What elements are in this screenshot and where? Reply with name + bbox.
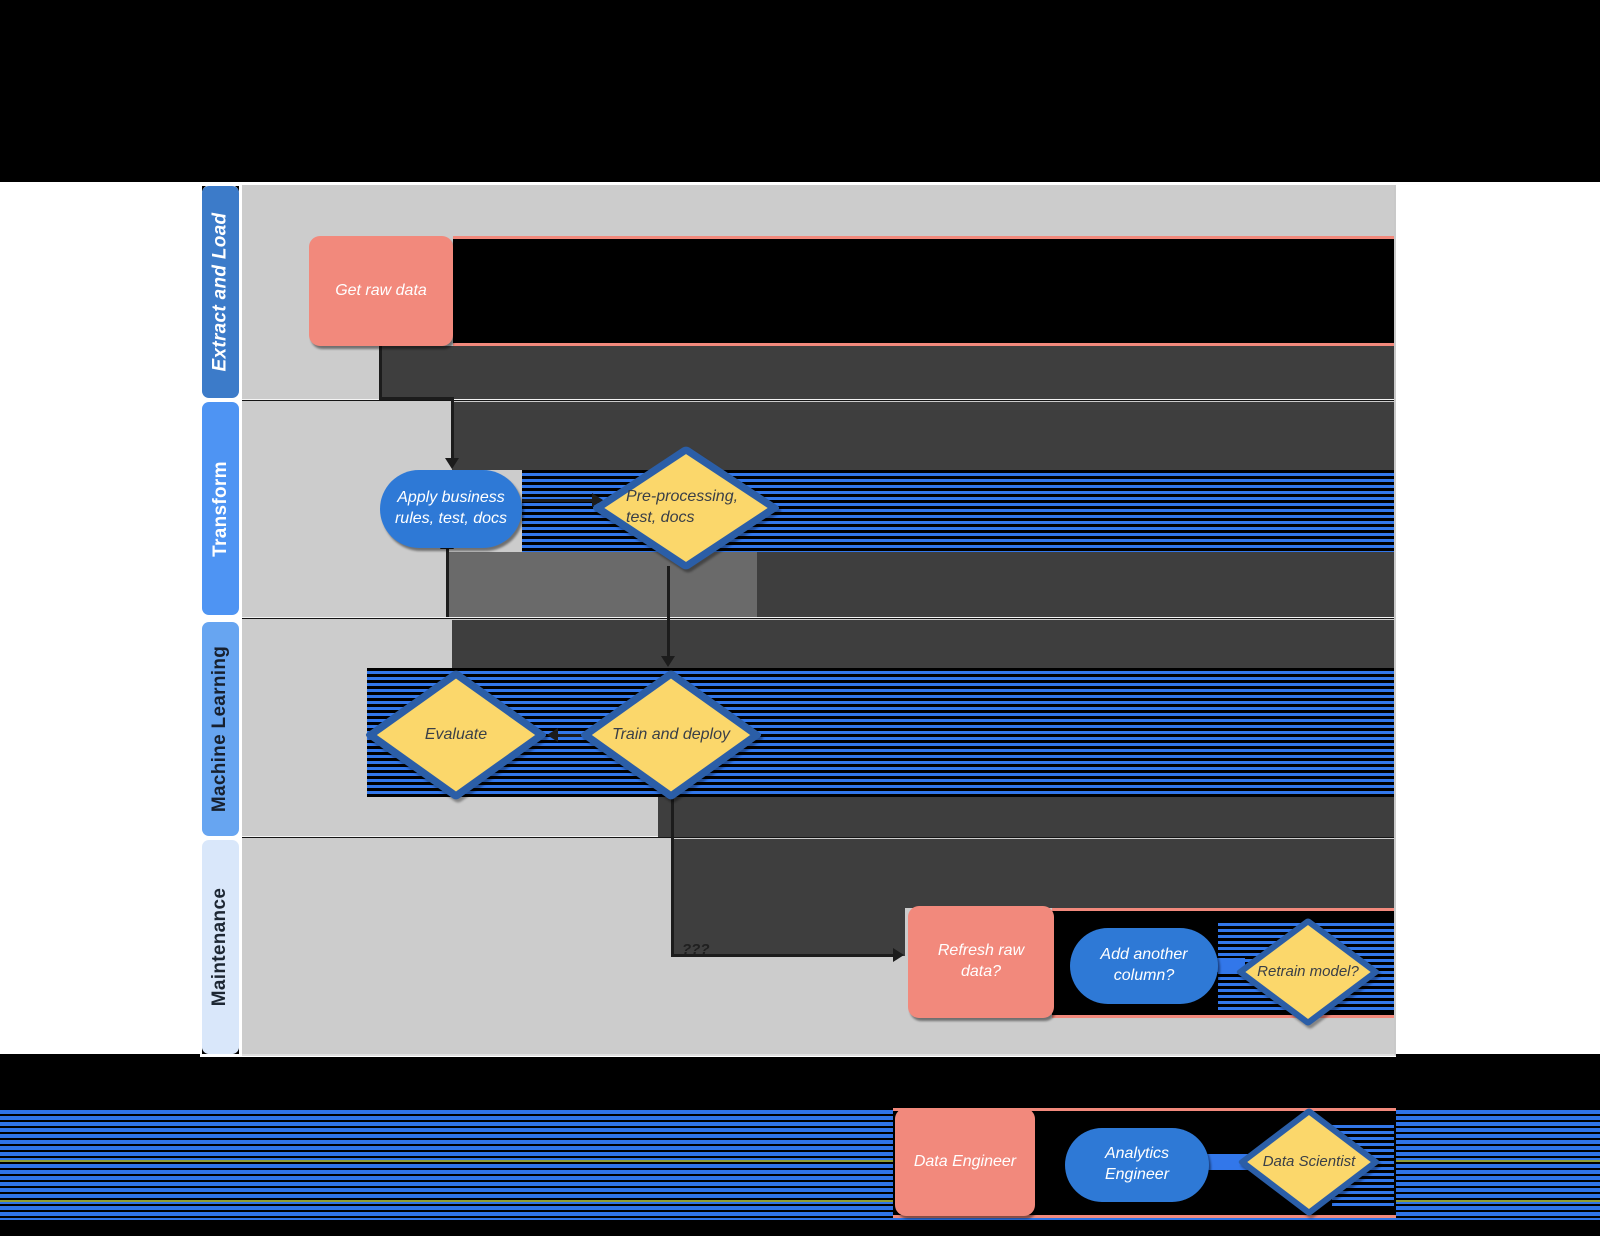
edge-get-raw-to-apply [379,338,382,400]
glitch-dark-band [381,346,1394,399]
legend-item-data-engineer: Data Engineer [895,1108,1035,1216]
diamond-shape-icon [365,670,547,800]
edge-train-to-evaluate [558,734,584,737]
lane-header-transform: Transform [202,402,239,615]
lane-divider [242,617,1394,619]
lane-divider [242,836,1394,838]
edge-apply-to-preprocessing [522,499,592,502]
arrowhead-right-icon [592,493,603,507]
glitch-connector-smear [1205,1154,1250,1170]
legend-label: Data Scientist [1262,1153,1356,1171]
legend-glitch-olive-line [0,1160,1600,1162]
node-label: Get raw data [335,281,427,299]
lane-label: Transform [209,460,231,557]
legend-glitch-olive-line [0,1200,1600,1202]
page-margin-right [1396,186,1600,1054]
glitch-dark-band [658,797,1394,837]
edge-train-to-refresh [671,954,893,957]
legend-label: Data Engineer [913,1152,1017,1170]
node-label: Retrain model? [1257,963,1359,981]
legend-item-analytics-engineer: Analytics Engineer [1065,1128,1209,1202]
node-retrain-model: Retrain model? [1236,918,1380,1026]
edge-train-to-refresh [671,797,674,957]
lane-header-maintenance: Maintenance [202,840,239,1054]
glitch-dark-band [452,402,1394,470]
node-pre-processing: Pre-processing, test, docs [592,446,780,570]
node-label: Apply business rules, test, docs [394,489,508,527]
glitch-dark-band [757,552,1394,617]
node-get-raw-data: Get raw data [309,236,453,346]
legend-label: Analytics Engineer [1104,1145,1170,1183]
node-train-and-deploy: Train and deploy [580,670,762,800]
glitch-dark-band [905,839,1394,908]
glitch-dark-band [673,839,905,956]
node-label: Train and deploy [612,725,730,743]
legend-item-data-scientist: Data Scientist [1238,1108,1380,1216]
arrowhead-right-icon [893,948,904,962]
arrowhead-down-icon [661,656,675,667]
lane-divider [242,399,1394,401]
lane-label: Machine Learning [209,645,231,813]
node-label: Pre-processing, test, docs [626,488,739,526]
glitch-dark-band [452,620,1394,668]
header-panel-gap [239,186,242,1054]
arrowhead-down-icon [445,458,459,469]
node-evaluate: Evaluate [365,670,547,800]
node-apply-business-rules: Apply business rules, test, docs [380,470,522,548]
lane-header-extract-and-load: Extract and Load [202,186,239,398]
arrowhead-left-icon [547,728,558,742]
glitch-mid-band [447,552,757,617]
edge-return-to-apply [446,549,449,617]
lane-label: Maintenance [209,887,231,1007]
node-label: Add another column? [1100,946,1188,984]
node-label: Refresh raw data? [937,942,1025,980]
diamond-shape-icon [1238,1108,1380,1216]
page-top-border-smear [0,182,1600,186]
diamond-shape-icon [1236,918,1380,1026]
edge-label-question-marks: ??? [682,941,710,958]
glitch-smear-band [453,236,1394,346]
page-margin-left [0,186,202,1054]
node-refresh-raw-data: Refresh raw data? [908,906,1054,1018]
diamond-shape-icon [592,446,780,570]
node-label: Evaluate [424,725,488,743]
diamond-shape-icon [580,670,762,800]
edge-get-raw-to-apply [451,397,454,458]
edge-preprocessing-to-train [667,566,670,656]
lane-header-machine-learning: Machine Learning [202,622,239,836]
node-add-another-column: Add another column? [1070,928,1218,1004]
lane-label: Extract and Load [209,212,231,372]
edge-get-raw-to-apply [379,397,454,400]
